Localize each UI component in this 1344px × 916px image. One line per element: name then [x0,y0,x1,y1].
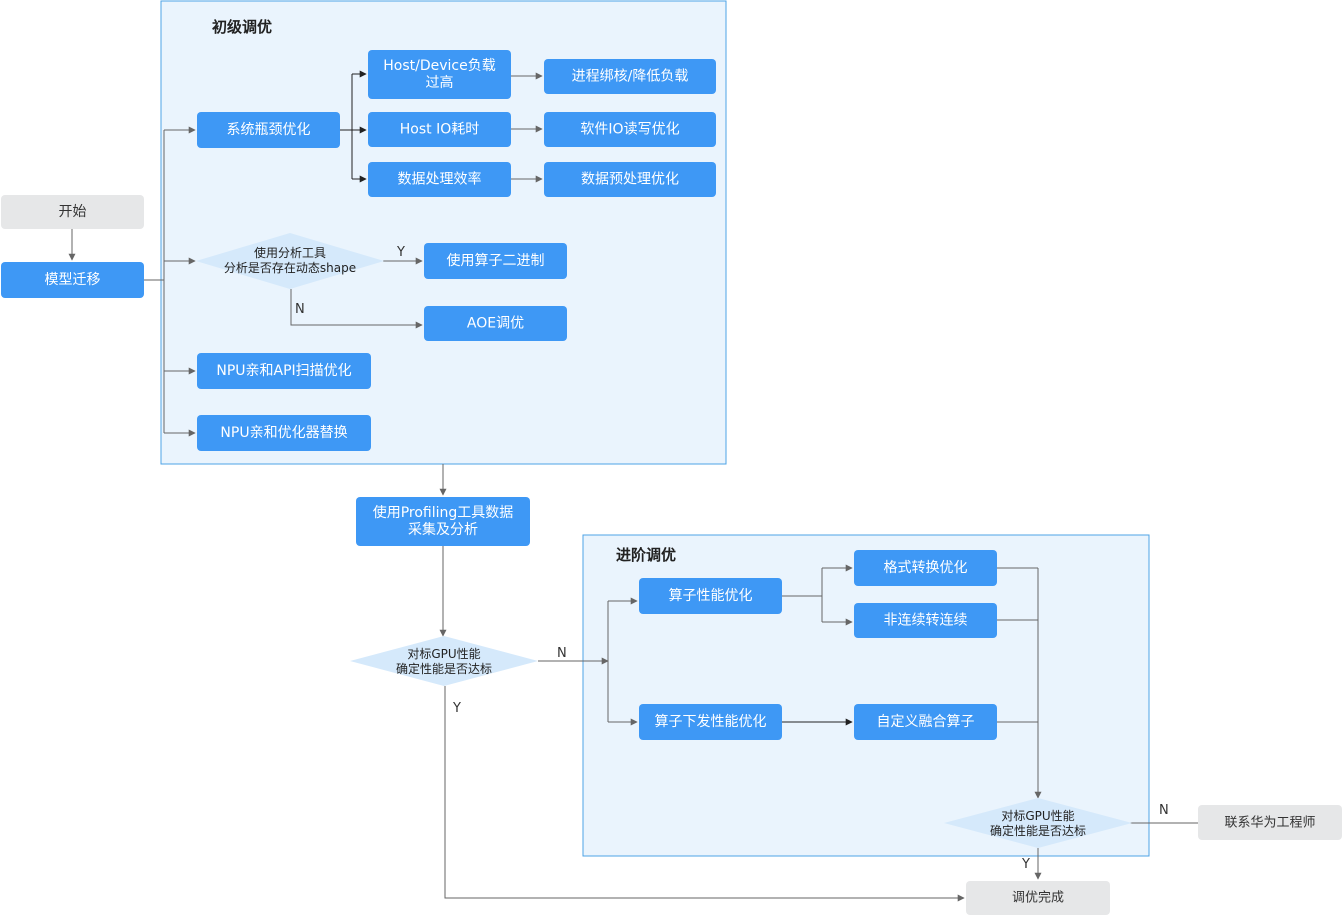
node-noncontig: 非连续转连续 [854,603,997,638]
edge-labels: Y N N Y N Y [295,245,1169,872]
node-op-perf-label: 算子性能优化 [669,588,753,604]
node-start: 开始 [1,195,144,229]
decision-gpu-2-line1: 对标GPU性能 [1001,809,1074,823]
node-profiling: 使用Profiling工具数据 采集及分析 [356,497,530,546]
node-sys-bottleneck: 系统瓶颈优化 [197,112,340,148]
node-op-dispatch-label: 算子下发性能优化 [655,714,767,730]
node-soft-io-label: 软件IO读写优化 [580,121,679,138]
node-npu-api-label: NPU亲和API扫描优化 [216,363,351,379]
decision-dynamic-shape: 使用分析工具 分析是否存在动态shape [196,233,384,289]
label-gpu1-yes: Y [452,701,461,716]
node-model-migration-label: 模型迁移 [45,272,101,288]
node-op-perf: 算子性能优化 [639,578,782,614]
label-gpu2-no: N [1159,803,1169,818]
node-npu-optimizer: NPU亲和优化器替换 [197,415,371,451]
node-format-conv: 格式转换优化 [854,550,997,586]
decision-gpu-2-line2: 确定性能是否达标 [990,823,1086,838]
decision-gpu-1: 对标GPU性能 确定性能是否达标 [350,636,538,686]
node-data-efficiency-label: 数据处理效率 [398,171,482,188]
node-profiling-line1: 使用Profiling工具数据 [373,504,514,521]
node-npu-api: NPU亲和API扫描优化 [197,353,371,389]
label-shape-no: N [295,302,305,317]
node-host-device-load: Host/Device负载 过高 [368,50,511,99]
node-contact-huawei: 联系华为工程师 [1198,805,1342,840]
node-aoe: AOE调优 [424,306,567,341]
decision-gpu-2: 对标GPU性能 确定性能是否达标 [944,798,1132,848]
decision-dynamic-shape-line2: 分析是否存在动态shape [224,261,356,275]
node-format-conv-label: 格式转换优化 [884,559,968,576]
node-soft-io: 软件IO读写优化 [544,112,716,147]
edge-gpu1-yes [444,686,965,902]
node-host-io: Host IO耗时 [368,112,511,147]
node-profiling-line2: 采集及分析 [408,521,478,538]
node-host-device-load-line2: 过高 [426,74,454,91]
node-npu-optimizer-label: NPU亲和优化器替换 [220,424,347,441]
decision-gpu-1-line2: 确定性能是否达标 [396,661,492,676]
node-start-label: 开始 [59,204,87,220]
edge-shape-no [290,289,423,329]
node-host-device-load-line1: Host/Device负载 [383,58,495,74]
advanced-tuning-title: 进阶调优 [616,546,676,564]
node-proc-bind-label: 进程绑核/降低负载 [572,69,689,85]
node-done: 调优完成 [966,881,1110,915]
node-custom-fusion: 自定义融合算子 [854,704,997,740]
label-gpu2-yes: Y [1021,857,1030,872]
node-contact-huawei-label: 联系华为工程师 [1224,816,1315,831]
label-gpu1-no: N [557,646,567,661]
node-operator-binary: 使用算子二进制 [424,243,567,279]
node-custom-fusion-label: 自定义融合算子 [877,714,975,730]
label-shape-yes: Y [396,245,405,260]
node-done-label: 调优完成 [1012,891,1064,906]
node-host-io-label: Host IO耗时 [400,122,479,138]
decision-gpu-1-line1: 对标GPU性能 [407,647,480,661]
connectors [68,70,1198,902]
node-aoe-label: AOE调优 [467,316,524,332]
decision-dynamic-shape-line1: 使用分析工具 [254,245,326,260]
basic-tuning-title: 初级调优 [212,18,272,36]
node-proc-bind: 进程绑核/降低负载 [544,59,716,94]
node-data-pre: 数据预处理优化 [544,162,716,197]
node-noncontig-label: 非连续转连续 [884,612,968,629]
node-operator-binary-label: 使用算子二进制 [447,252,545,269]
node-model-migration: 模型迁移 [1,262,144,298]
node-sys-bottleneck-label: 系统瓶颈优化 [227,122,311,138]
node-data-pre-label: 数据预处理优化 [581,172,679,188]
node-op-dispatch: 算子下发性能优化 [639,704,782,740]
node-data-efficiency: 数据处理效率 [368,162,511,197]
